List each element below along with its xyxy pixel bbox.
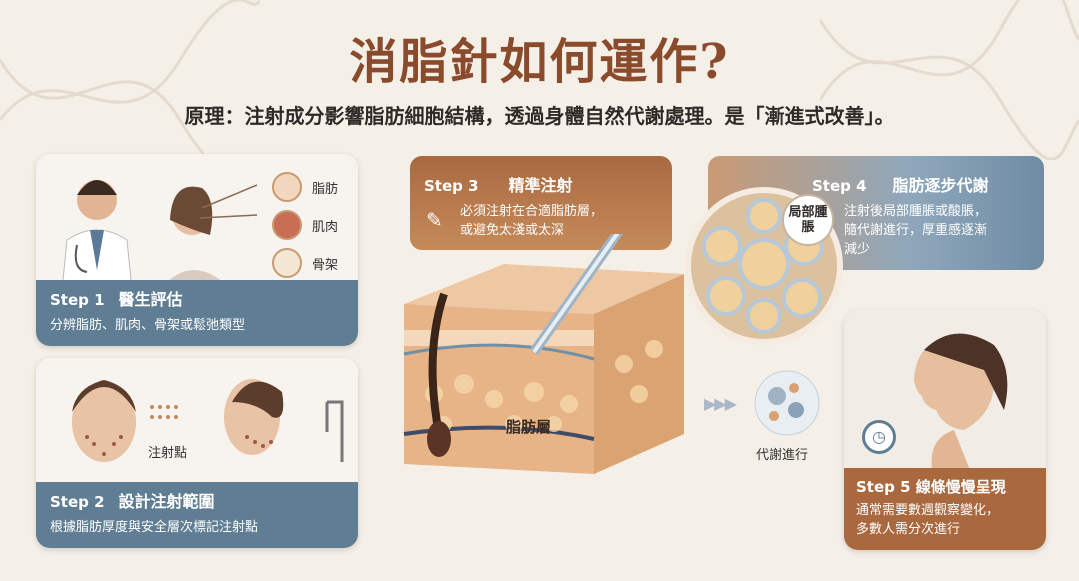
metabolism-label: 代謝進行: [756, 448, 809, 463]
bone-item: 骨架: [272, 244, 338, 282]
step5-card: ◷ Step 5 線條慢慢呈現 通常需要數週觀察變化， 多數人需分次進行: [844, 310, 1046, 550]
slim-profile-illustration: [914, 333, 1008, 480]
face-mapping-illustration: [72, 379, 344, 462]
progress-arrows-icon: ▶▶▶: [704, 394, 737, 413]
dna-decoration-left: [0, 0, 260, 160]
fat-layer-label: 脂肪層: [506, 418, 552, 436]
page-subtitle: 原理：注射成分影響脂肪細胞結構，透過身體自然代謝處理。是「漸進式改善」。: [184, 104, 895, 128]
fat-item: 脂肪: [272, 168, 338, 206]
page-title: 消脂針如何運作?: [349, 34, 730, 90]
syringe-small-icon: ✎: [426, 208, 443, 232]
metabolism-cells-icon: [754, 370, 820, 436]
bone-icon: [272, 248, 302, 278]
dna-decoration-right: [820, 0, 1079, 160]
doctor-patient-illustration: [61, 180, 258, 290]
fat-icon: [272, 172, 302, 202]
swelling-badge: 局部腫脹: [782, 194, 834, 246]
muscle-icon: [272, 210, 302, 240]
injection-point-label: 注射點: [148, 446, 188, 461]
skin-layer-block: [403, 234, 684, 474]
muscle-item: 肌肉: [272, 206, 338, 244]
clock-icon: ◷: [862, 420, 896, 454]
step5-text: Step 5 線條慢慢呈現 通常需要數週觀察變化， 多數人需分次進行: [844, 468, 1046, 550]
